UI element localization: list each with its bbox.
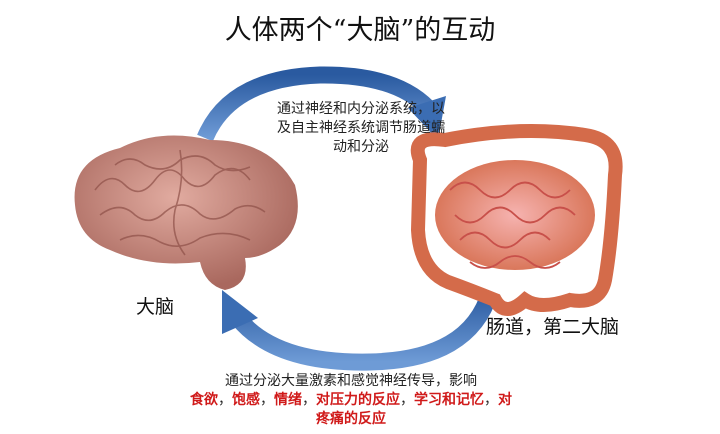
bottom-description: 通过分泌大量激素和感觉神经传导，影响 食欲，饱感，情绪，对压力的反应，学习和记忆…: [186, 372, 516, 429]
top-description: 通过神经和内分泌系统，以 及自主神经系统调节肠道蠕 动和分泌: [246, 100, 476, 157]
bottom-effects-line: 食欲，饱感，情绪，对压力的反应，学习和记忆，对疼痛的反应: [186, 391, 516, 429]
page-title: 人体两个“大脑”的互动: [224, 15, 496, 46]
separator: ，: [218, 392, 232, 408]
effect-item: 对压力的反应: [316, 392, 400, 408]
effect-item: 学习和记忆: [414, 392, 484, 408]
brain-image: [74, 135, 298, 290]
effect-item: 食欲: [190, 392, 218, 408]
separator: ，: [484, 392, 498, 408]
top-text-line: 动和分泌: [333, 139, 389, 155]
separator: ，: [400, 392, 414, 408]
brain-label: 大脑: [136, 296, 175, 318]
effect-item: 情绪: [274, 392, 302, 408]
effect-item: 对疼痛的反应: [316, 392, 512, 427]
separator: ，: [302, 392, 316, 408]
top-text-line: 及自主神经系统调节肠道蠕: [277, 120, 445, 136]
bottom-text-line: 通过分泌大量激素和感觉神经传导，影响: [225, 373, 477, 389]
top-arrow: [197, 66, 446, 142]
intestine-image: [410, 124, 623, 316]
separator: ，: [260, 392, 274, 408]
gut-label: 肠道，第二大脑: [486, 316, 620, 338]
effect-item: 饱感: [232, 392, 260, 408]
top-text-line: 通过神经和内分泌系统，以: [277, 101, 445, 117]
bottom-arrow: [222, 289, 499, 371]
